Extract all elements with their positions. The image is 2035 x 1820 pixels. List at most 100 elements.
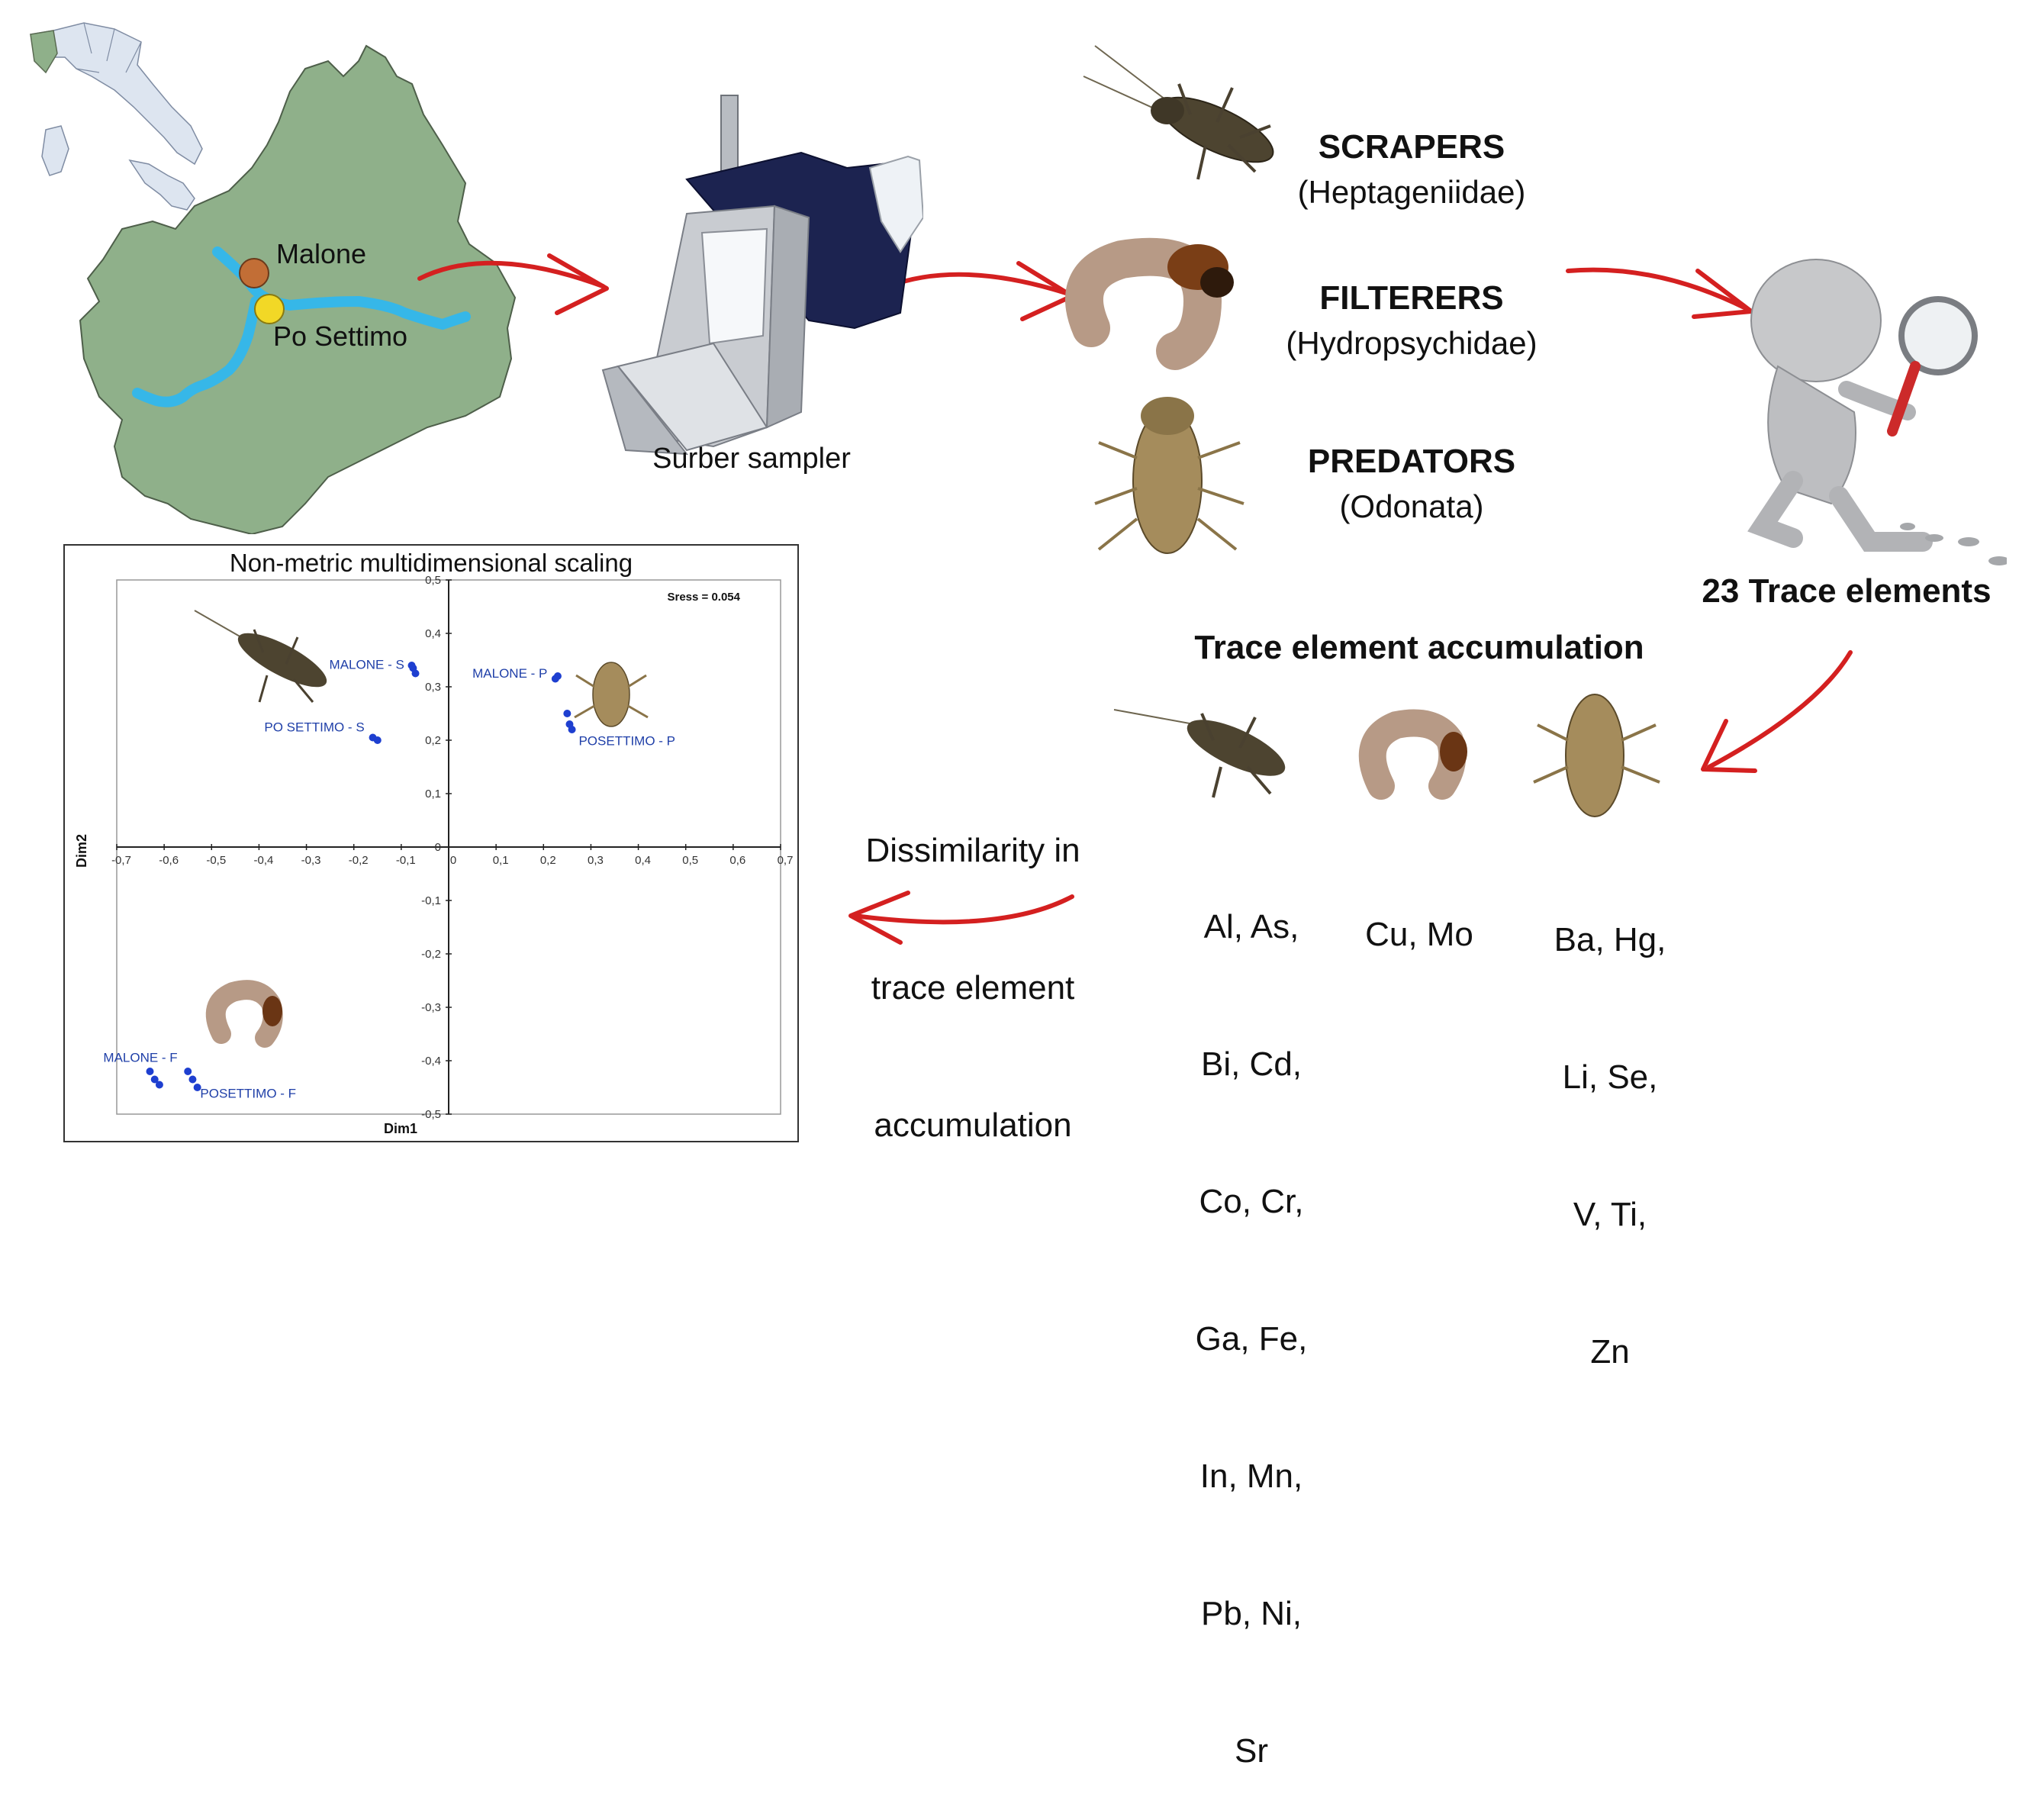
x-tick-label: 0,7 <box>778 854 794 867</box>
group-predators-taxon: (Odonata) <box>1339 488 1484 524</box>
dissimilarity-text: Dissimilarity in trace element accumulat… <box>836 736 1110 1194</box>
predator-illustration <box>1094 397 1245 554</box>
piedmont-region <box>79 44 517 536</box>
acc-filterer-illustration <box>1358 709 1467 800</box>
y-tick-label: 0,3 <box>425 681 441 694</box>
x-tick-label: 0,4 <box>635 854 651 867</box>
x-axis-label: Dim1 <box>384 1121 417 1136</box>
element-line: Pb, Ni, <box>1200 1595 1302 1632</box>
series-label: POSETTIMO - F <box>200 1087 296 1101</box>
data-point <box>146 1068 154 1075</box>
x-tick-label: -0,6 <box>159 854 179 867</box>
x-tick-label: 0,3 <box>588 854 604 867</box>
arrow-analysis-to-accumulation <box>1701 650 1853 773</box>
nmds-predator-thumbnail <box>574 662 649 727</box>
group-filterers-title: FILTERERS <box>1319 279 1504 317</box>
element-line: Ba, Hg, <box>1554 921 1666 958</box>
site1-marker <box>239 258 269 288</box>
element-line: V, Ti, <box>1573 1196 1647 1233</box>
y-tick-label: 0 <box>435 841 441 854</box>
x-tick-label: -0,3 <box>301 854 321 867</box>
filterers-element-list: Cu, Mo <box>1343 820 1496 1003</box>
italy-inset-map <box>30 22 203 211</box>
dissimilarity-line: Dissimilarity in <box>865 832 1080 869</box>
acc-scraper-illustration <box>1113 709 1286 798</box>
data-point <box>407 662 416 669</box>
element-line: Zn <box>1590 1333 1630 1371</box>
group-scrapers-title: SCRAPERS <box>1318 128 1505 166</box>
surber-sampler-illustration <box>601 95 925 456</box>
accumulation-title: Trace element accumulation <box>1194 629 1644 666</box>
x-tick-label: -0,7 <box>111 854 131 867</box>
data-point <box>150 1075 159 1084</box>
x-tick-label: -0,1 <box>396 854 416 867</box>
element-line: Cu, Mo <box>1365 916 1473 953</box>
nmds-scraper-thumbnail <box>194 610 327 703</box>
element-line: Co, Cr, <box>1199 1183 1304 1220</box>
arrow-accumulation-to-nmds <box>848 891 1074 945</box>
data-point <box>188 1075 197 1084</box>
data-point <box>563 710 572 717</box>
group-filterers-taxon: (Hydropsychidae) <box>1286 325 1538 361</box>
site2-label: Po Settimo <box>273 321 408 352</box>
stress-label: Sress = 0.054 <box>667 591 740 604</box>
y-tick-label: 0,5 <box>425 574 441 587</box>
data-point <box>193 1084 201 1091</box>
x-tick-label: 0,5 <box>682 854 698 867</box>
chart-title: Non-metric multidimensional scaling <box>229 549 633 577</box>
accumulation-illustrations <box>1113 694 1660 817</box>
data-point <box>184 1068 192 1075</box>
site2-marker <box>254 294 285 324</box>
data-points <box>146 662 576 1091</box>
data-point <box>155 1081 163 1089</box>
x-tick-label: -0,5 <box>206 854 226 867</box>
element-line: Li, Se, <box>1562 1058 1658 1096</box>
y-ticks: 0,50,40,30,20,10-0,1-0,2-0,3-0,4-0,5 <box>421 574 452 1121</box>
data-point <box>373 736 382 744</box>
y-tick-label: 0,4 <box>425 627 441 640</box>
series-label: MALONE - F <box>103 1050 177 1065</box>
element-line: Bi, Cd, <box>1200 1045 1302 1083</box>
element-line: Al, As, <box>1203 908 1299 945</box>
group-illustrations <box>1065 45 1274 554</box>
acc-predator-illustration <box>1533 694 1660 817</box>
series-label: MALONE - S <box>330 658 404 672</box>
y-tick-label: 0,1 <box>425 788 441 800</box>
nmds-chart-frame: Non-metric multidimensional scaling -0,7… <box>63 544 799 1142</box>
nmds-plot: -0,7 -0,6 -0,5 -0,4 -0,3 -0,2 -0,1 0 0,1 0,2 0,3 0,… <box>74 574 793 1136</box>
y-tick-label: -0,2 <box>421 948 441 961</box>
sampler-panel: Surber sampler <box>580 92 925 488</box>
data-point <box>411 669 420 678</box>
data-point <box>568 726 576 733</box>
dissimilarity-line: accumulation <box>874 1106 1072 1144</box>
series-label: MALONE - P <box>472 666 547 681</box>
data-point <box>551 675 559 683</box>
map-panel: Malone Po Settimo <box>0 0 534 536</box>
dissimilarity-line: trace element <box>871 969 1075 1007</box>
piedmont-highlight <box>30 30 58 74</box>
investigator-illustration <box>1747 259 2007 565</box>
y-tick-label: 0,2 <box>425 734 441 747</box>
arrow-map-to-sampler <box>417 253 609 315</box>
x-tick-label: -0,4 <box>253 854 273 867</box>
analysis-label: 23 Trace elements <box>1702 572 1992 610</box>
x-tick-label: 0,6 <box>729 854 745 867</box>
x-tick-label: 0,1 <box>493 854 509 867</box>
predators-element-list: Ba, Hg, Li, Se, V, Ti, Zn <box>1526 826 1694 1421</box>
x-tick-label: -0,2 <box>349 854 369 867</box>
sampler-label: Surber sampler <box>652 443 851 475</box>
group-scrapers-taxon: (Heptageniidae) <box>1297 174 1526 210</box>
element-line: In, Mn, <box>1199 1458 1303 1495</box>
element-line: Sr <box>1235 1732 1268 1770</box>
x-tick-label: 0 <box>450 854 456 867</box>
y-tick-label: -0,3 <box>421 1001 441 1014</box>
filterer-illustration <box>1065 237 1234 370</box>
series-label: POSETTIMO - P <box>578 734 675 749</box>
y-axis-label: Dim2 <box>74 834 89 868</box>
nmds-filterer-thumbnail <box>205 980 283 1048</box>
site1-label: Malone <box>276 238 367 269</box>
group-predators-title: PREDATORS <box>1307 443 1516 480</box>
y-tick-label: -0,4 <box>421 1055 441 1068</box>
